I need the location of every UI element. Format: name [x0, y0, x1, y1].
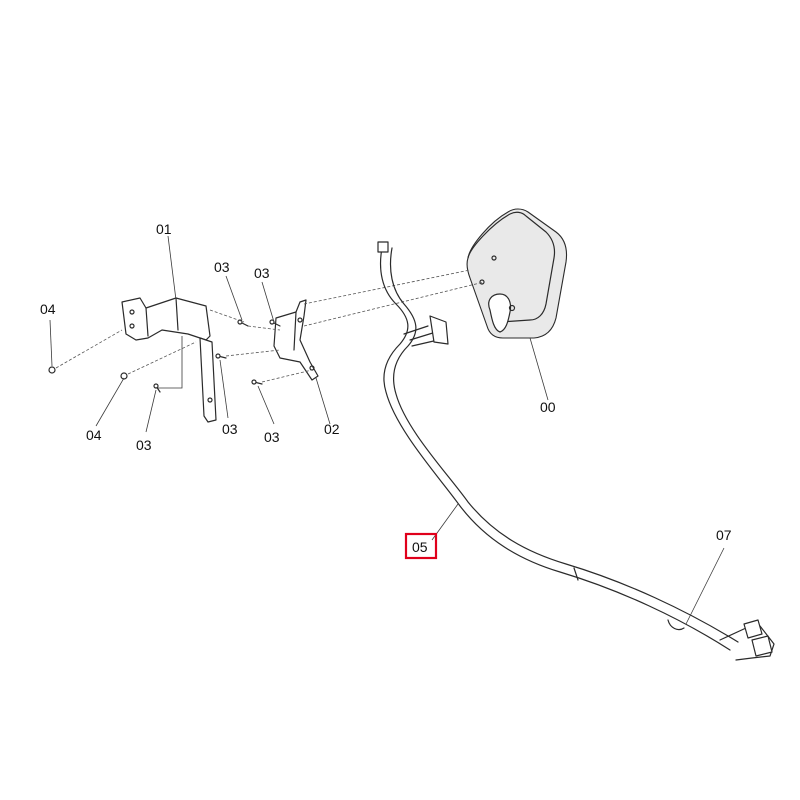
- label-part-05: 05: [412, 539, 428, 555]
- label-part-03-c: 03: [254, 265, 270, 281]
- cable-end-connector: [377, 241, 389, 253]
- assembly-lines: [55, 269, 485, 383]
- label-part-03-a: 03: [136, 437, 152, 453]
- screw-hole: [129, 309, 135, 315]
- plug-connector: [743, 619, 763, 639]
- screws: [48, 319, 281, 393]
- screw-hole: [129, 323, 135, 329]
- screw-03-d: [251, 379, 263, 385]
- part-00-cover: [466, 208, 568, 339]
- screw-03-a: [237, 319, 249, 327]
- screw-hole: [508, 304, 516, 312]
- label-part-00: 00: [540, 399, 556, 415]
- label-part-01: 01: [156, 221, 172, 237]
- screw-hole: [297, 317, 303, 323]
- plug-connector: [751, 635, 773, 657]
- part-01-bracket: [121, 297, 217, 423]
- label-part-03-d: 03: [222, 421, 238, 437]
- part-02-bracket: [273, 299, 319, 381]
- label-part-02: 02: [324, 421, 340, 437]
- screw-04-b: [120, 372, 128, 380]
- screw-03-e: [153, 383, 161, 393]
- screw-hole: [207, 397, 213, 403]
- part-labels: 01 04 04 03 03 03 03 03 02 00 07 05: [40, 221, 732, 560]
- label-part-03-b: 03: [214, 259, 230, 275]
- part-05-cable: [377, 241, 775, 661]
- label-part-04-b: 04: [86, 427, 102, 443]
- screw-03-c: [215, 353, 227, 359]
- leader-lines: [49, 235, 725, 625]
- highlight-box: [404, 532, 438, 560]
- label-part-03-e: 03: [264, 429, 280, 445]
- cable-connector: [429, 315, 449, 345]
- screw-04-a: [48, 366, 56, 374]
- label-part-04-a: 04: [40, 301, 56, 317]
- screw-hole: [491, 255, 497, 261]
- label-part-07: 07: [716, 527, 732, 543]
